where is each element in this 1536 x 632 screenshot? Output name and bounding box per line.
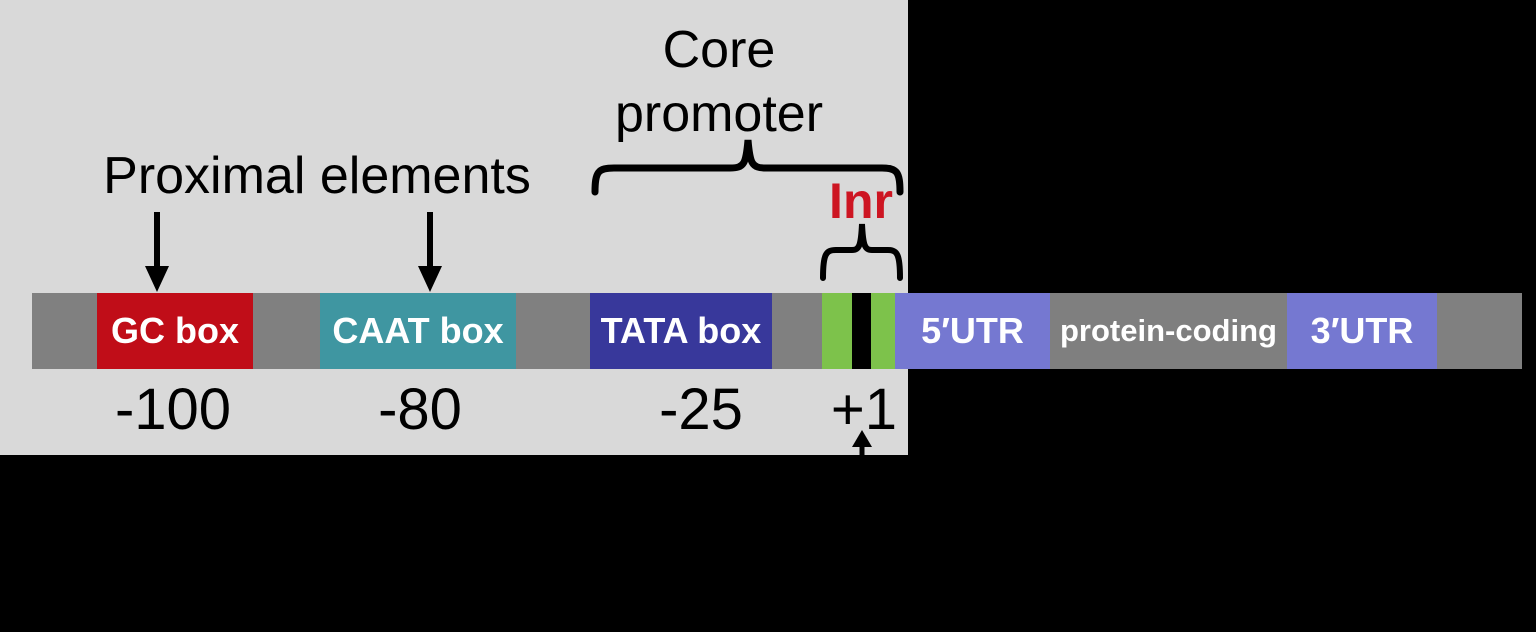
segment-tata-box: TATA box <box>590 293 772 369</box>
dna-bar: GC box CAAT box TATA box 5′UTR protein-codin… <box>0 293 1536 369</box>
core-promoter-label: Core promoter <box>615 18 823 146</box>
position-label-minus-25: -25 <box>659 377 743 442</box>
position-label-plus-1: +1 <box>830 377 898 442</box>
segment-inr-green-left <box>822 293 852 369</box>
segment-label-caat-box: CAAT box <box>332 310 504 351</box>
core-promoter-label-line1: Core <box>662 21 776 79</box>
segment-label-utr5: 5′UTR <box>921 310 1024 351</box>
inr-label: Inr <box>829 173 893 229</box>
position-label-minus-100: -100 <box>114 377 232 442</box>
core-promoter-label-line2: promoter <box>614 85 824 143</box>
segment-gc-box: GC box <box>97 293 253 369</box>
segment-spacer-1 <box>253 293 320 369</box>
segment-spacer-left <box>32 293 97 369</box>
segment-label-gc-box: GC box <box>110 310 239 351</box>
light-gray-panel <box>0 0 908 455</box>
segment-inr-green-right <box>871 293 895 369</box>
segment-label-protein-coding: protein-coding <box>1060 313 1277 348</box>
segment-utr5: 5′UTR <box>895 293 1050 369</box>
segment-spacer-right <box>1437 293 1522 369</box>
segment-label-utr3: 3′UTR <box>1310 310 1414 351</box>
segment-spacer-2 <box>516 293 590 369</box>
segment-label-tata-box: TATA box <box>600 310 762 351</box>
proximal-elements-label: Proximal elements <box>103 147 531 205</box>
segment-tss-stripe <box>852 293 871 369</box>
position-labels-row: -100 -80 -25 +1 <box>0 376 1536 442</box>
segment-spacer-3 <box>772 293 822 369</box>
position-label-minus-80: -80 <box>378 377 462 442</box>
segment-caat-box: CAAT box <box>320 293 516 369</box>
segment-protein-coding: protein-coding <box>1050 293 1287 369</box>
segment-utr3: 3′UTR <box>1287 293 1437 369</box>
